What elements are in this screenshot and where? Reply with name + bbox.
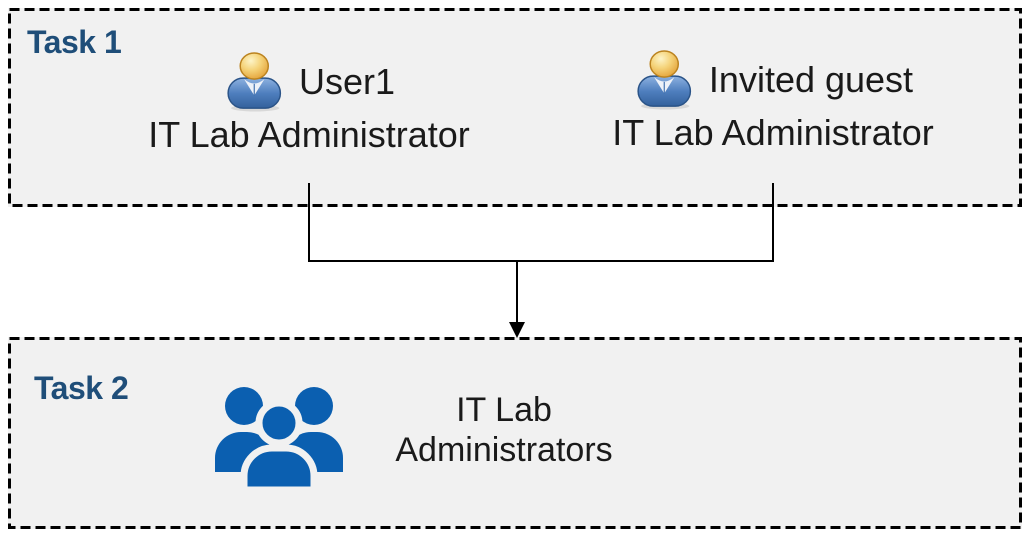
- group-name: IT Lab Administrators: [395, 391, 613, 469]
- person-icon: [637, 50, 691, 110]
- persona-role: IT Lab Administrator: [612, 112, 934, 153]
- people-group-icon: [215, 387, 343, 490]
- persona-invited-guest: Invited guest IT Lab Administrator: [612, 50, 934, 154]
- persona-name: Invited guest: [708, 59, 914, 100]
- persona-name-row: Invited guest: [633, 50, 913, 110]
- persona-user1: User1 IT Lab Administrator: [148, 52, 470, 156]
- task1-label: Task 1: [27, 24, 122, 60]
- task2-label: Task 2: [34, 370, 129, 406]
- person-icon: [227, 52, 281, 112]
- persona-name: User1: [298, 61, 396, 102]
- persona-name-row: User1: [223, 52, 395, 112]
- persona-role: IT Lab Administrator: [148, 114, 470, 155]
- arrowhead-icon: [509, 322, 525, 338]
